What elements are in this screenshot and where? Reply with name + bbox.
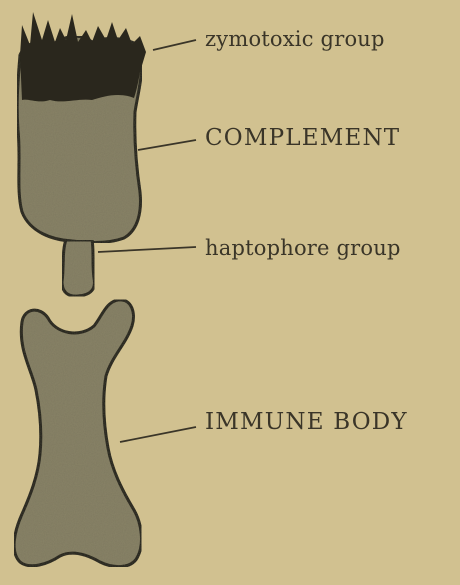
leader-haptophore (98, 247, 196, 252)
zymotoxic-fringe (20, 12, 146, 101)
label-immune-body: IMMUNE BODY (205, 409, 408, 435)
haptophore-stalk (62, 240, 94, 296)
leader-complement (138, 140, 196, 150)
immune-body (14, 300, 141, 567)
leader-zymotoxic (153, 40, 196, 50)
leader-immune-body (120, 427, 196, 442)
label-complement: COMPLEMENT (205, 125, 400, 151)
label-haptophore-group: haptophore group (205, 236, 401, 260)
label-zymotoxic-group: zymotoxic group (205, 27, 385, 51)
